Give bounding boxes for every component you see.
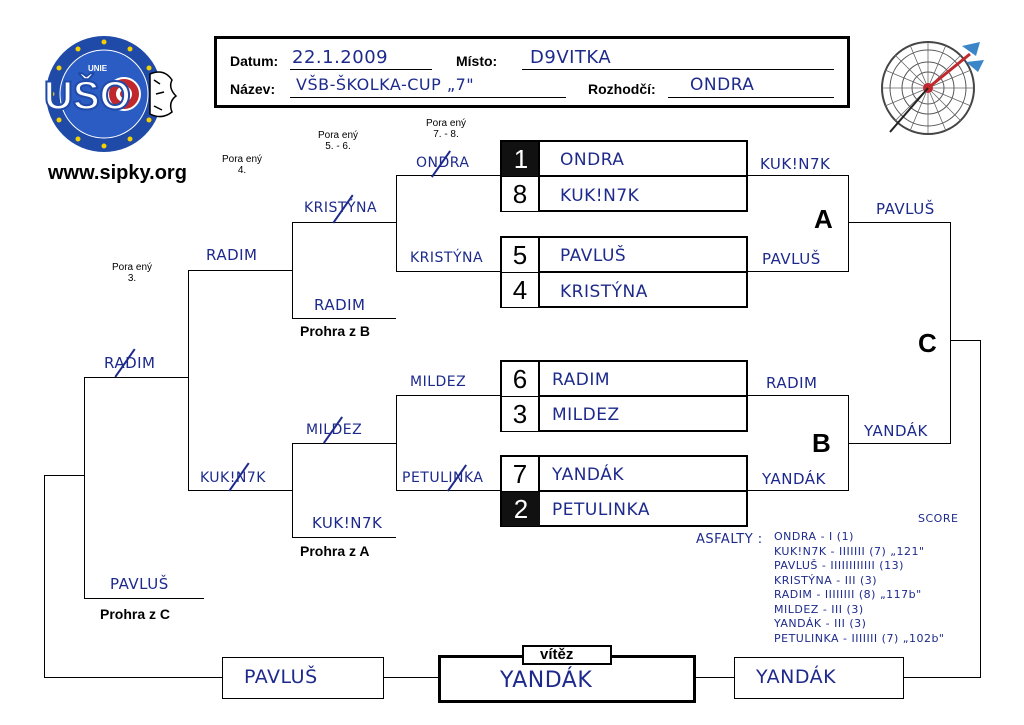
loser-radim-r4[interactable]: RADIM (104, 354, 156, 372)
uso-emblem-icon (46, 36, 178, 152)
winner-qf4[interactable]: YANDÁK (762, 470, 826, 488)
seed-8-name[interactable]: KUK!N7K (560, 186, 640, 206)
seed-2: 2 (502, 492, 540, 526)
seed-7-name[interactable]: YANDÁK (552, 465, 624, 485)
winner-sf-a[interactable]: PAVLUŠ (876, 200, 935, 218)
loser-kristyna-r1[interactable]: KRISTÝNA (410, 250, 484, 266)
misto-label: Místo: (456, 53, 498, 69)
score-row-name: YANDÁK (774, 617, 826, 630)
score-row-marks: - IIIIIIII (8) (816, 588, 880, 601)
vitez-label: vítěz (540, 646, 574, 663)
seed-7: 7 (502, 457, 540, 491)
loser-kristyna-r2[interactable]: KRISTÝNA (304, 200, 378, 216)
final-left-box (222, 657, 384, 699)
seed-8: 8 (502, 177, 540, 211)
loser-kukin7k-r2[interactable]: KUK!N7K (312, 514, 383, 532)
seed-3-name[interactable]: MILDEZ (552, 405, 620, 425)
final-right-name[interactable]: YANDÁK (756, 666, 837, 688)
seed-3: 3 (502, 397, 540, 431)
loser-mildez-r1[interactable]: MILDEZ (410, 374, 467, 390)
score-row: KUK!N7K - IIIIIII (7) „121" (774, 545, 925, 558)
score-row-note: „102b" (902, 631, 945, 645)
score-row-name: MILDEZ (774, 602, 823, 616)
seed-6: 6 (502, 362, 540, 396)
score-row-name: PETULINKA (774, 631, 843, 645)
uso-logo-text: UŠO (43, 73, 132, 119)
seed-1: 1 (502, 142, 540, 176)
rozhodci-value[interactable]: ONDRA (690, 75, 755, 95)
score-row: YANDÁK - III (3) (774, 617, 866, 630)
section-letter-b: B (812, 428, 831, 458)
score-row-marks: - III (3) (836, 573, 878, 587)
score-row-name: KUK!N7K (774, 544, 831, 558)
seed-6-name[interactable]: RADIM (552, 370, 611, 390)
score-row: PETULINKA - IIIIIII (7) „102b" (774, 632, 945, 645)
score-row-marks: - III (3) (822, 602, 864, 616)
loser-pavlus-r4[interactable]: PAVLUŠ (110, 575, 169, 593)
score-row: MILDEZ - III (3) (774, 603, 864, 616)
winner-sf-b[interactable]: YANDÁK (864, 422, 928, 440)
dartboard-icon (881, 41, 984, 135)
prohra-z-c: Prohra z C (100, 606, 171, 622)
seed-1-name[interactable]: ONDRA (560, 150, 625, 170)
score-row-name: PAVLUŠ (774, 559, 822, 572)
final-right-box (734, 657, 904, 699)
header-box (214, 36, 850, 108)
score-row-marks: - IIIIIII (7) (830, 544, 891, 558)
misto-value[interactable]: D9VITKA (530, 47, 612, 68)
score-row-name: ONDRA (774, 530, 821, 543)
seed-2-name[interactable]: PETULINKA (552, 500, 650, 520)
section-letter-a: A (814, 204, 833, 234)
rozhodci-label: Rozhodčí: (588, 81, 656, 97)
score-row: ONDRA - I (1) (774, 530, 854, 543)
score-row-marks: - III (3) (825, 617, 867, 630)
winner-qf2[interactable]: PAVLUŠ (762, 250, 821, 268)
final-winner-name[interactable]: YANDÁK (500, 668, 593, 693)
loser-kukin7k-r3[interactable]: KUK!N7K (200, 470, 266, 486)
vitez-label-box (522, 645, 612, 665)
asfalty-label: ASFALTY : (696, 532, 763, 547)
winner-qf1[interactable]: KUK!N7K (760, 155, 831, 173)
score-row-note: „121" (890, 544, 925, 558)
seed-4: 4 (502, 273, 540, 307)
score-row: KRISTÝNA - III (3) (774, 574, 877, 587)
score-row-name: RADIM (774, 588, 817, 601)
score-row-marks: - IIIIIII (7) (843, 631, 903, 645)
score-row-note: „117b" (879, 588, 922, 601)
loser-radim-r2[interactable]: RADIM (314, 296, 366, 314)
website-link[interactable]: www.sipky.org (48, 162, 187, 184)
loser-radim-r3[interactable]: RADIM (206, 246, 258, 264)
seed-5-name[interactable]: PAVLUŠ (560, 246, 627, 266)
uso-logo: UŠO UNIE (42, 34, 202, 158)
score-label: SCORE (918, 512, 959, 525)
score-row: RADIM - IIIIIIII (8) „117b" (774, 588, 922, 601)
datum-value[interactable]: 22.1.2009 (292, 47, 389, 68)
unie-text: UNIE (88, 64, 108, 73)
nazev-value[interactable]: VŠB-ŠKOLKA-CUP „7" (296, 75, 475, 94)
winner-qf3[interactable]: RADIM (766, 374, 818, 392)
loser-petulinka[interactable]: PETULINKA (402, 470, 484, 486)
seed-4-name[interactable]: KRISTÝNA (560, 282, 648, 302)
datum-label: Datum: (230, 53, 279, 69)
prohra-z-a: Prohra z A (300, 543, 370, 559)
section-letter-c: C (918, 328, 937, 358)
score-row-marks: - IIIIIIIIIIII (13) (821, 559, 904, 572)
seed-5: 5 (502, 238, 540, 272)
score-row-name: KRISTÝNA (774, 573, 837, 587)
nazev-label: Název: (230, 81, 276, 97)
score-row: PAVLUŠ - IIIIIIIIIIII (13) (774, 559, 904, 572)
prohra-z-b: Prohra z B (300, 323, 371, 339)
final-left-name[interactable]: PAVLUŠ (244, 666, 318, 688)
score-row-marks: - I (1) (820, 530, 854, 543)
